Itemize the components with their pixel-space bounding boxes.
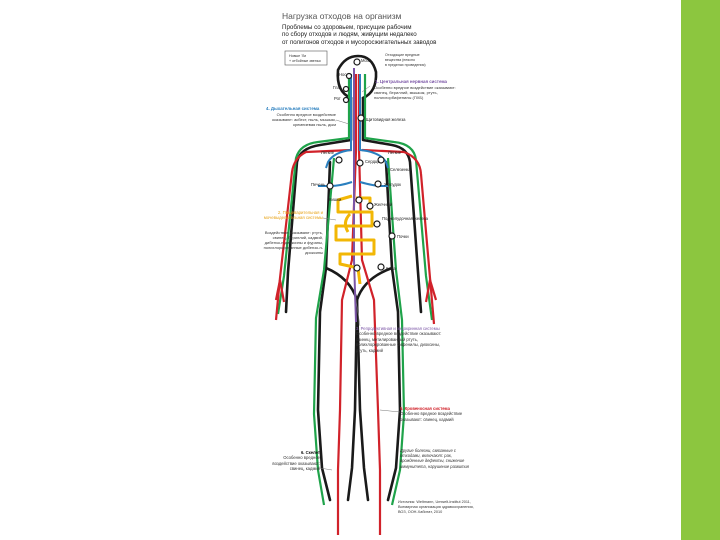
- gi-text: Воздействие оказывают: ртуть, свинец, бе…: [263, 230, 323, 255]
- label-skin: Кожа: [386, 266, 397, 271]
- eyes-marker: [342, 85, 350, 93]
- label-lungs-right: Легкие: [388, 150, 402, 155]
- skeleton-title: 6. Скелет: [300, 450, 320, 455]
- legend: Новые 'Ли + отбойные звенья Отходящие вр…: [284, 50, 426, 67]
- accent-bar: [681, 0, 720, 540]
- system-callouts: 1. Центральная нервная система Особенно …: [263, 79, 474, 514]
- label-heart: Сердце: [365, 159, 380, 164]
- green-system-lines: [276, 74, 434, 506]
- label-eyes: Глаз: [333, 85, 342, 90]
- blood-title: 5. Кровеносная система: [400, 406, 450, 411]
- legend-right-line3: в пределах проведения): [385, 63, 426, 67]
- lungs-left-marker: [335, 156, 343, 164]
- label-mouth: Рот: [334, 96, 341, 101]
- diagram-subtitle-line1: Проблемы со здоровьем, присущие рабочим: [282, 24, 412, 31]
- skeleton-box: 6. Скелет Особенно вредное воздействие о…: [272, 450, 320, 472]
- gallbladder-marker: [366, 202, 374, 210]
- label-liver: Печень: [311, 182, 326, 187]
- diagram-subtitle-line2: по сбору отходов и людям, живущим недале…: [282, 31, 417, 39]
- heart-marker: [356, 159, 364, 167]
- blood-text: Особенно вредное воздействие оказывают: …: [400, 411, 463, 422]
- resp-text: Особенно вредное воздействие оказывают: …: [271, 112, 336, 127]
- legend-right-line2: вещества (неясно: [385, 58, 415, 62]
- source-box: Источник: Weltmann, Umwelt-Institut 2011…: [398, 500, 474, 514]
- skin-marker: [377, 263, 385, 271]
- note-text: Другие болезни, связанные с отходами, вк…: [400, 448, 469, 469]
- leader-lines: [319, 85, 401, 471]
- label-spleen: Селезенка: [390, 167, 411, 172]
- thyroid-marker: [357, 114, 365, 122]
- organ-labels: Мозг Нос Глаз Рот Щитовидная железа Легк…: [311, 58, 429, 271]
- stomach-marker: [355, 196, 363, 204]
- diagram-heading: Нагрузка отходов на организм: [282, 11, 402, 21]
- kidney-marker: [388, 232, 396, 240]
- liver-marker: [326, 182, 334, 190]
- legend-left-line1: Новые 'Ли: [289, 54, 306, 58]
- gi-text-box: Воздействие оказывают: ртуть, свинец, бе…: [263, 230, 323, 255]
- legend-left-box: [284, 50, 328, 66]
- organ-markers: [326, 58, 396, 272]
- resp-title: 4. Дыхательная система: [266, 106, 320, 111]
- gi-title-box: 2. Пищеварительная и мочевыделительная с…: [263, 210, 323, 221]
- bladder-marker: [353, 264, 361, 272]
- skeleton-text: Особенно вредное воздействие оказывают: …: [272, 455, 320, 472]
- legend-right-line1: Отходящие вредные: [385, 53, 420, 57]
- repro-box: 3. Репродуктивная и эндокринная системы …: [356, 326, 442, 353]
- label-thyroid: Щитовидная железа: [366, 117, 406, 122]
- label-pancreas: Поджелудочная железа: [382, 216, 429, 221]
- label-gallbladder: Желчный: [374, 202, 393, 207]
- mouth-marker: [342, 96, 350, 104]
- repro-text: Особенно вредное воздействие оказывают: …: [356, 331, 442, 353]
- source-text: Источник: Weltmann, Umwelt-Institut 2011…: [398, 500, 474, 514]
- spleen-marker: [374, 180, 382, 188]
- cns-title: 1. Центральная нервная система: [375, 79, 448, 84]
- blood-box: 5. Кровеносная система Особенно вредное …: [400, 406, 463, 422]
- brain-marker: [353, 58, 361, 66]
- label-nose: Нос: [339, 72, 346, 77]
- legend-left-line2: + отбойные звенья: [289, 59, 321, 63]
- label-lungs-left: Легкие: [321, 150, 335, 155]
- note-box: Другие болезни, связанные с отходами, вк…: [400, 448, 469, 469]
- label-intestines: Кишки: [329, 197, 342, 202]
- repro-title: 3. Репродуктивная и эндокринная системы: [356, 326, 440, 331]
- lungs-right-marker: [377, 156, 385, 164]
- cns-text-box: Особенно вредное воздействие оказывают: …: [374, 85, 456, 100]
- pancreas-marker: [373, 220, 381, 228]
- resp-text-box: Особенно вредное воздействие оказывают: …: [271, 112, 336, 127]
- title-block: Нагрузка отходов на организм Проблемы со…: [282, 11, 482, 46]
- label-stomach: Желудок: [384, 182, 401, 187]
- label-brain: Мозг: [361, 58, 371, 63]
- diagram-subtitle-line3: от полигонов отходов и мусоросжигательны…: [282, 38, 437, 46]
- label-kidney: Почки: [397, 234, 409, 239]
- nose-marker: [345, 72, 353, 80]
- cns-text: Особенно вредное воздействие оказывают: …: [374, 85, 456, 100]
- gi-title: 2. Пищеварительная и мочевыделительная с…: [263, 210, 323, 221]
